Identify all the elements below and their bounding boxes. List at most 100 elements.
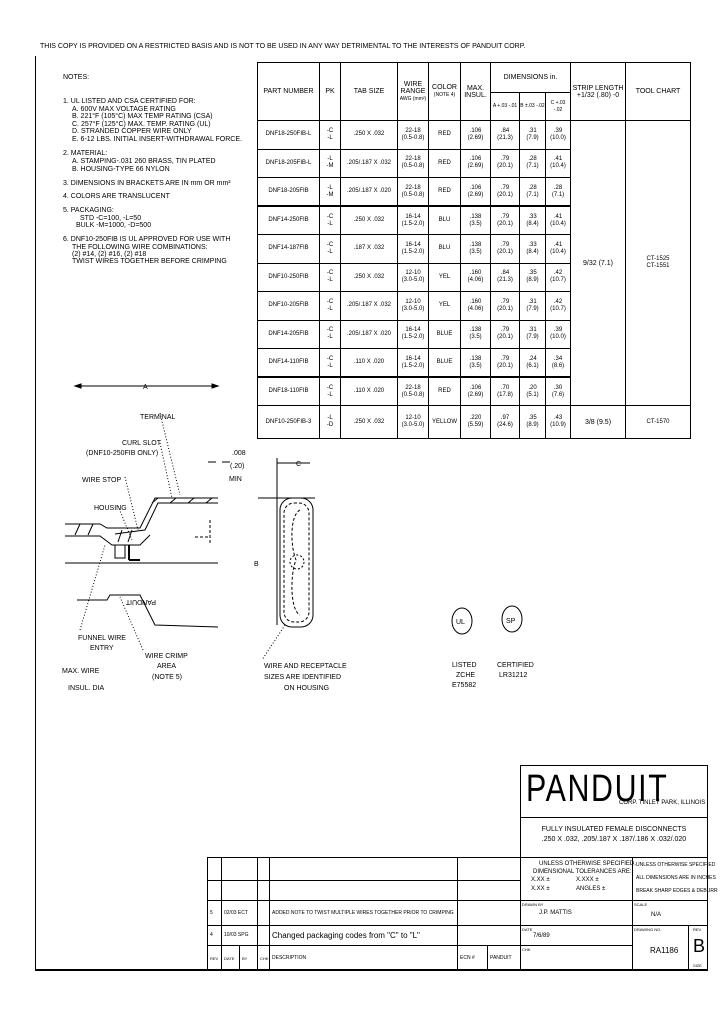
cell-c: .41 (10.4) (545, 205, 571, 235)
drawn-by-label: DRAWN BY (522, 902, 544, 907)
cell-tab: .110 X .020 (340, 376, 398, 406)
cell-tab: .250 X .032 (340, 205, 398, 235)
date-label: DATE (522, 927, 533, 932)
note-line: 4. COLORS ARE TRANSLUCENT (63, 193, 170, 200)
revision-description: ADDED NOTE TO TWIST MULTIPLE WIRES TOGET… (269, 900, 458, 926)
rev-size-box: REV B SIZE (688, 925, 708, 970)
gap-dimension-in: .008 (232, 450, 246, 457)
note-line: (2) #14, (2) #16, (2) #18 (72, 251, 147, 258)
cell-c: .41 (10.4) (545, 234, 571, 264)
drawn-by-value: J.P. MATTIS (539, 910, 572, 916)
note-line: A. STAMPING-.031 260 BRASS, TIN PLATED (72, 158, 216, 165)
ul-category: ZCHE (456, 672, 475, 679)
cell-wire: 22-18 (0.5-0.8) (397, 120, 429, 150)
max-insul-label-2: INSUL. DIA (68, 685, 105, 692)
scale-box: SCALE N/A (632, 900, 708, 926)
cell-part: DNF10-205FIB (257, 291, 320, 321)
note-line: 5. PACKAGING: (63, 207, 114, 214)
drawing-number-box: DRAWING NO. RA1186 (632, 925, 689, 970)
cell-wire: 16-14 (1.5-2.0) (397, 348, 429, 378)
note-line: STD -C=100, -L=50 (80, 215, 142, 222)
cell-part: DNF18-205FIB-L (257, 148, 320, 178)
revision-description-text: ADDED NOTE TO TWIST MULTIPLE WIRES TOGET… (272, 909, 454, 916)
date-box: DATE 7/6/89 (520, 925, 633, 946)
note-line: D. STRANDED COPPER WIRE ONLY (72, 128, 192, 135)
revision-rev-text: 4 (210, 932, 213, 938)
revision-ecn (457, 900, 521, 926)
revision-rev (207, 857, 222, 881)
cell-wire: 12-10 (3.0-5.0) (397, 291, 429, 321)
notes-title: NOTES: (63, 74, 90, 81)
standards-line-2: ALL DIMENSIONS ARE IN INCHES (636, 875, 716, 881)
revision-description (269, 857, 458, 881)
revision-header-ecn: ECN # (457, 945, 488, 971)
drawing-border-left (35, 56, 36, 970)
revision-date (221, 880, 258, 901)
revision-date-text: 02/03 ECT (224, 909, 248, 916)
header-dim-a: A +.03 -.01 (490, 92, 520, 121)
revision-header-panduit-text: PANDUIT (490, 954, 512, 961)
company-location: CORP. TINLEY PARK, ILLINOIS (619, 800, 706, 806)
revision-date: 02/03 ECT (221, 900, 258, 926)
housing-end-outline (279, 497, 314, 628)
revision-ecn (457, 857, 521, 881)
terminal-upper-outline (65, 497, 218, 529)
revision-header-description: DESCRIPTION (269, 945, 458, 971)
dimension-a-label: A (143, 384, 148, 391)
funnel-label-1: FUNNEL WIRE (78, 635, 126, 642)
crimp-label-1: WIRE CRIMP (145, 653, 188, 660)
note-line: B. 221°F (105°C) MAX TEMP RATING (CSA) (72, 113, 213, 120)
csa-logo-icon (501, 605, 523, 633)
ident-label-2: SIZES ARE IDENTIFIED (264, 674, 341, 681)
csa-logo-text: SP (506, 618, 516, 625)
housing-lower-outline (77, 594, 219, 628)
ul-listed: LISTED (452, 662, 477, 669)
tolerance-box: UNLESS OTHERWISE SPECIFIED, DIMENSIONAL … (520, 857, 636, 901)
revision-header-chk-text: CHK (260, 955, 269, 961)
standards-line-1: UNLESS OTHERWISE SPECIFIED (636, 862, 716, 868)
header-dim-c: C +.03 -.02 (545, 92, 571, 121)
note-line: 2. MATERIAL: (63, 150, 108, 157)
header-wire-range-label: WIRE RANGE (400, 80, 426, 95)
cell-wire: 12-10 (3.0-5.0) (397, 405, 429, 439)
revision-header-description-text: DESCRIPTION (272, 954, 307, 961)
header-dim-b: B ±.03 -.02 (519, 92, 546, 121)
cell-part: DNF10-250FIB-3 (257, 405, 320, 439)
drawing-number-label: DRAWING NO. (634, 927, 662, 932)
note-line: 6. DNF10-250FIB IS UL APPROVED FOR USE W… (63, 236, 231, 243)
revision-header-panduit: PANDUIT (487, 945, 521, 971)
cell-a: .79 (20.1) (490, 348, 520, 378)
scale-label: SCALE (634, 902, 648, 907)
standards-line-3: BREAK SHARP EDGES & DEBURR (636, 888, 718, 894)
drawn-by-box: DRAWN BY J.P. MATTIS (520, 900, 633, 926)
revision-header-by-text: BY (242, 955, 248, 961)
revision-header-rev: REV (207, 945, 222, 971)
note-line: TWIST WIRES TOGETHER BEFORE CRIMPING (72, 258, 227, 265)
tool-chart-last: CT-1570 (625, 405, 691, 439)
housing-label: HOUSING (94, 505, 127, 512)
revision-date (221, 857, 258, 881)
cell-part: DNF14-110FIB (257, 348, 320, 378)
size-label: SIZE (693, 963, 702, 968)
note-line: C. 257°F (125°C) MAX. TEMP. RATING (UL) (72, 121, 211, 128)
rev-label: REV (693, 927, 702, 932)
cell-tab: .110 X .020 (340, 348, 398, 378)
cell-color: YEL (428, 262, 461, 292)
drawing-number-value: RA1186 (650, 946, 679, 955)
cell-b: .35 (8.9) (519, 262, 546, 292)
gap-dimension-mm: (.20) (230, 463, 244, 470)
cell-insul: .160 (4.06) (460, 262, 491, 292)
restricted-notice: THIS COPY IS PROVIDED ON A RESTRICTED BA… (40, 43, 526, 50)
standards-box: UNLESS OTHERWISE SPECIFIED ALL DIMENSION… (632, 857, 718, 901)
cell-b: .20 (5.1) (519, 376, 546, 406)
tolerance-3place: X.XXX ± (576, 877, 599, 883)
cell-b: .31 (7.9) (519, 319, 546, 349)
cell-color: RED (428, 177, 461, 207)
